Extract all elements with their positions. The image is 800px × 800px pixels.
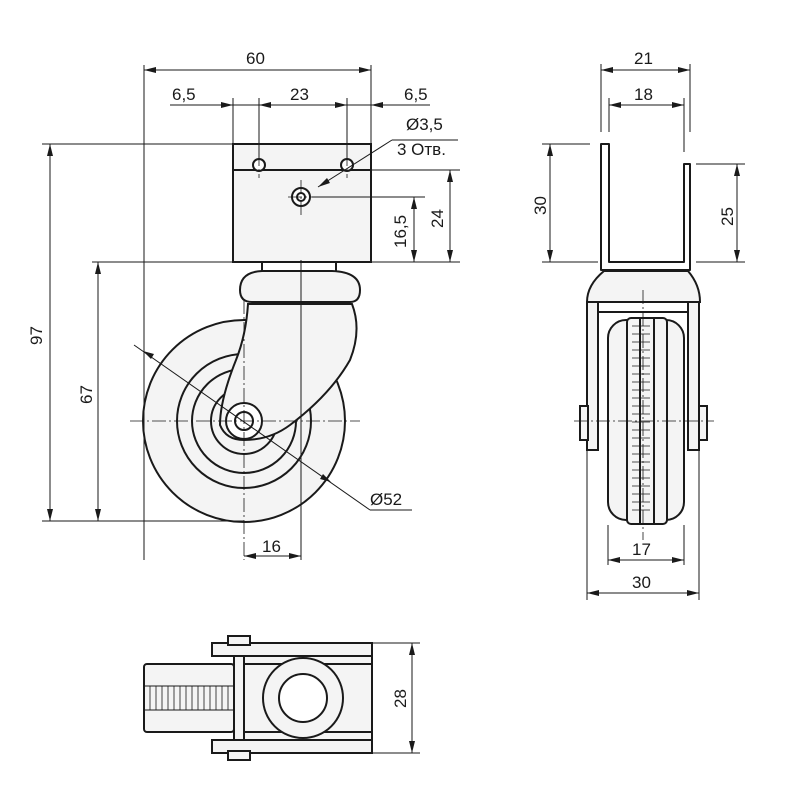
dim-axle-offset: 16 bbox=[262, 537, 281, 556]
bottom-view: 28 bbox=[143, 635, 420, 761]
bottom-wheel-tread bbox=[143, 663, 235, 733]
dim-hole-spacing: 23 bbox=[290, 85, 309, 104]
dim-fork-width: 30 bbox=[632, 573, 651, 592]
swivel-bearing bbox=[238, 270, 362, 303]
u-bracket bbox=[600, 143, 691, 271]
dim-side-height-inner: 25 bbox=[718, 207, 737, 226]
dim-side-height-outer: 30 bbox=[531, 196, 550, 215]
dim-edge-left: 6,5 bbox=[172, 85, 196, 104]
dim-total-height: 97 bbox=[27, 326, 46, 345]
swivel-body-side bbox=[585, 270, 702, 303]
tread-pattern bbox=[632, 325, 650, 511]
bottom-tread-pattern bbox=[144, 685, 234, 711]
dim-wheel-width: 17 bbox=[632, 540, 651, 559]
side-view: 21 18 30 25 17 30 bbox=[531, 49, 745, 600]
dim-wheel-axle-height: 67 bbox=[77, 385, 96, 404]
dim-wheel-diameter: Ø52 bbox=[370, 490, 402, 509]
fork-leg-right bbox=[687, 301, 700, 451]
dim-center-hole-offset: 16,5 bbox=[391, 215, 410, 248]
dim-hole-diameter: Ø3,5 bbox=[406, 115, 443, 134]
dim-bottom-height: 28 bbox=[391, 689, 410, 708]
fork-leg-left bbox=[586, 301, 599, 451]
dim-plate-height: 24 bbox=[428, 209, 447, 228]
front-view: 60 6,5 23 6,5 Ø3,5 3 Отв. 16,5 24 bbox=[27, 49, 460, 560]
bottom-swivel-inner bbox=[278, 673, 328, 723]
dim-hole-count: 3 Отв. bbox=[397, 140, 446, 159]
dim-side-width-outer: 21 bbox=[634, 49, 653, 68]
dim-side-width-inner: 18 bbox=[634, 85, 653, 104]
dim-edge-right: 6,5 bbox=[404, 85, 428, 104]
dim-width-total: 60 bbox=[246, 49, 265, 68]
